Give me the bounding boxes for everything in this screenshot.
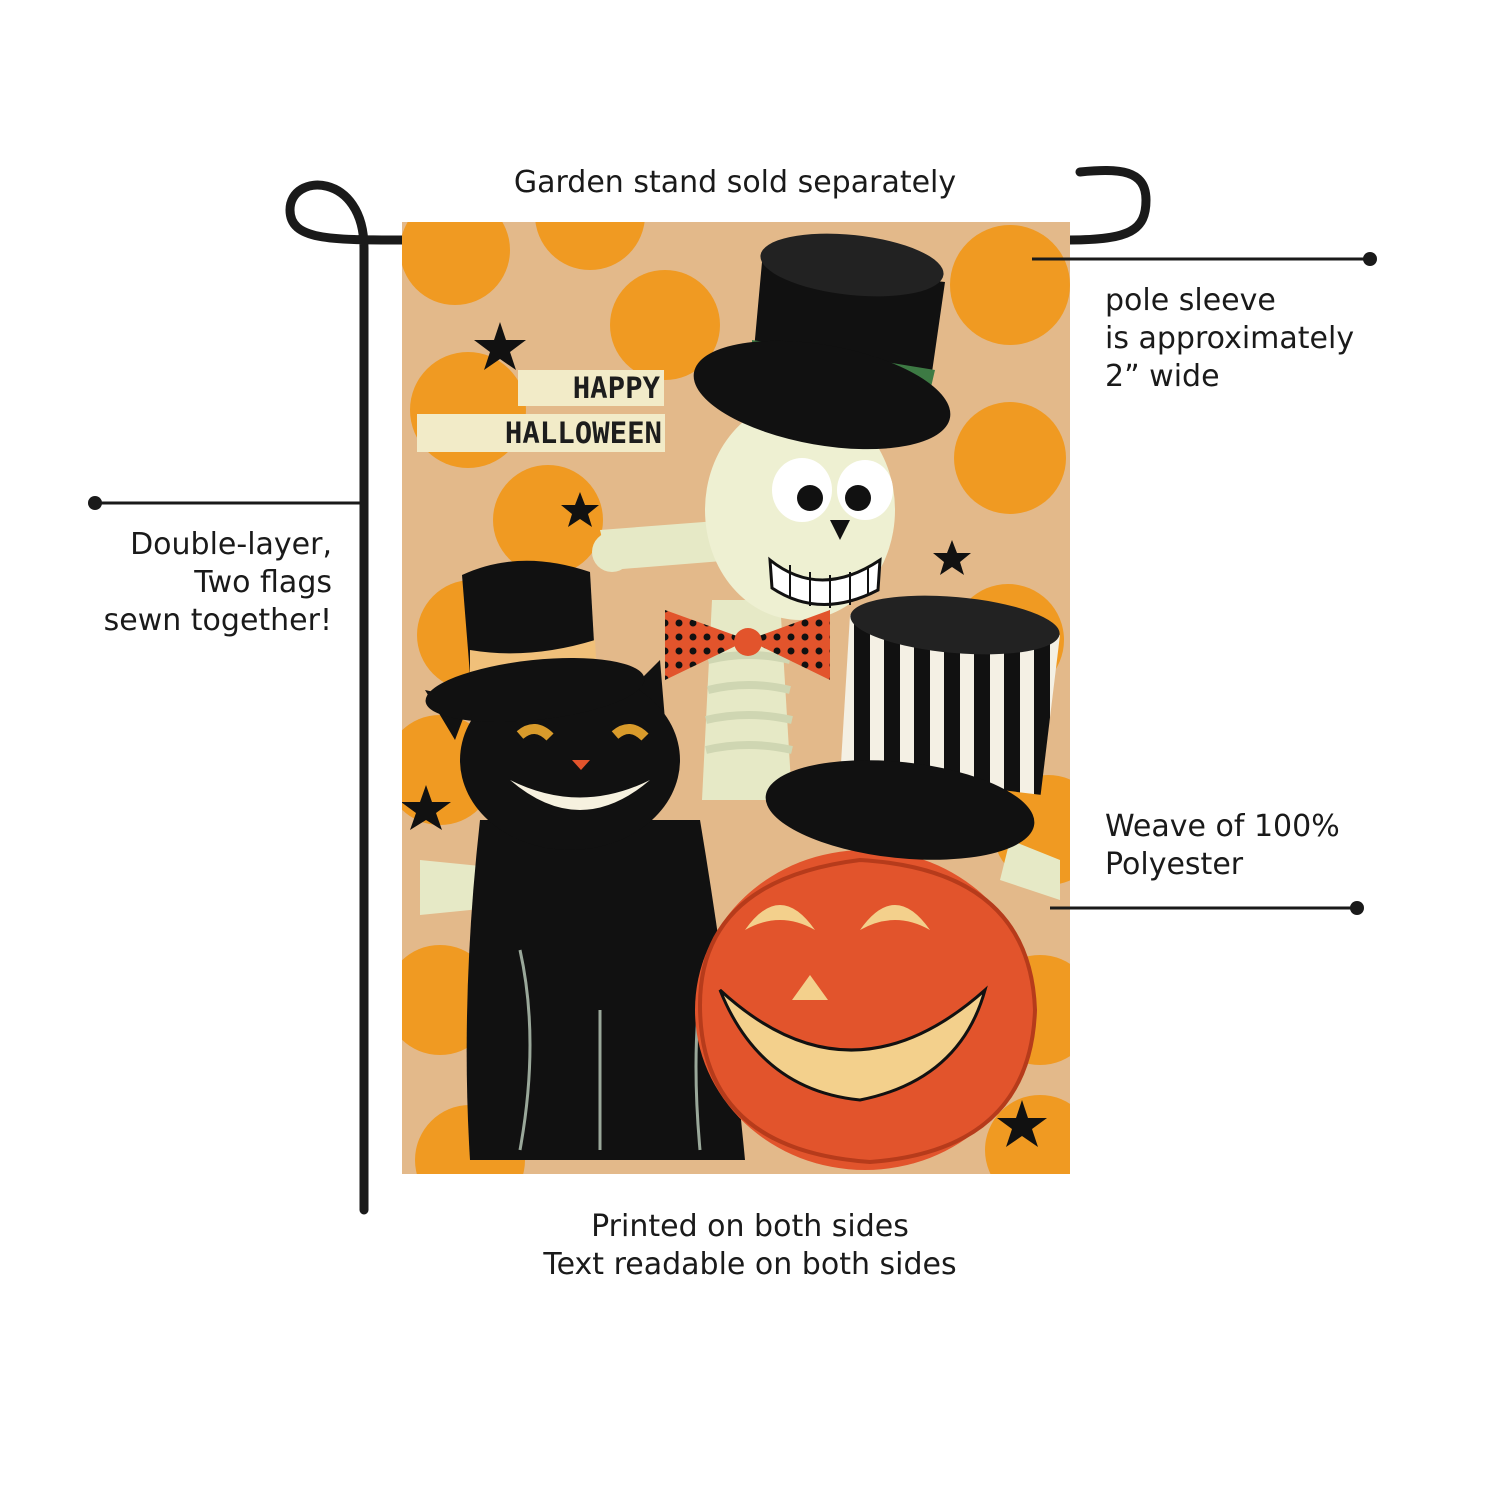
striped-top-hat	[765, 595, 1060, 860]
callout-double-layer-line-1: Double-layer,	[130, 527, 332, 562]
callout-pole-sleeve-line-3: 2” wide	[1105, 359, 1220, 394]
callout-printing-line-2: Text readable on both sides	[543, 1247, 957, 1282]
callout-garden-stand-text: Garden stand sold separately	[513, 165, 957, 200]
greeting-line-2: HALLOWEEN	[505, 416, 662, 450]
callout-leaders	[88, 252, 1377, 915]
callout-material: Weave of 100% Polyester	[1105, 808, 1340, 884]
stars	[402, 322, 1047, 1147]
callout-pole-sleeve-line-2: is approximately	[1105, 321, 1355, 356]
callout-printing-line-1: Printed on both sides	[591, 1209, 909, 1244]
callout-material-line-1: Weave of 100%	[1105, 809, 1340, 844]
greeting-line-1: HAPPY	[573, 371, 661, 405]
callout-pole-sleeve-line-1: pole sleeve	[1105, 283, 1276, 318]
callout-double-layer: Double-layer, Two flags sewn together!	[40, 526, 332, 640]
garden-stand	[285, 165, 1151, 1215]
cat-top-hat	[425, 560, 645, 722]
callout-printing: Printed on both sides Text readable on b…	[0, 1208, 1500, 1284]
skeleton-top-hat	[693, 233, 951, 450]
callout-double-layer-line-2: Two flags	[194, 565, 332, 600]
skeleton	[420, 400, 1060, 915]
callout-garden-stand: Garden stand sold separately	[0, 164, 1470, 202]
callout-material-line-2: Polyester	[1105, 847, 1244, 882]
halloween-flag: HAPPY HALLOWEEN	[402, 222, 1070, 1174]
jack-o-lantern	[695, 850, 1038, 1170]
callout-double-layer-line-3: sewn together!	[103, 603, 332, 638]
callout-pole-sleeve: pole sleeve is approximately 2” wide	[1105, 282, 1354, 396]
